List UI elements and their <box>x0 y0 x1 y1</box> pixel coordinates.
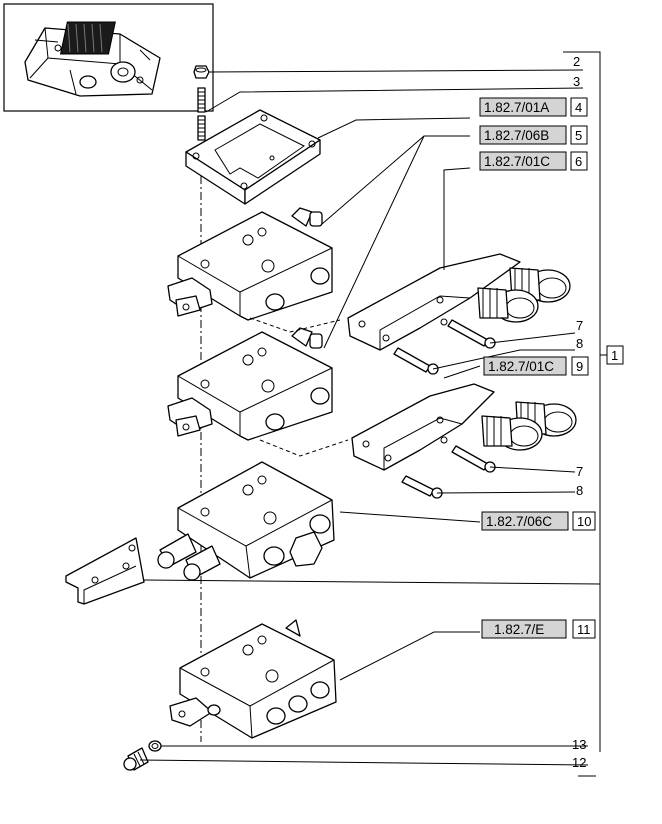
callout-7-lower: 7 <box>576 464 583 479</box>
svg-text:1.82.7/01A: 1.82.7/01A <box>484 100 549 115</box>
svg-text:4: 4 <box>575 100 582 115</box>
nut-part <box>193 65 210 79</box>
callout-7-upper: 7 <box>576 318 583 333</box>
svg-text:1.82.7/06B: 1.82.7/06B <box>484 128 549 143</box>
bracket-plate <box>65 537 145 605</box>
valve-section-10 <box>157 461 335 581</box>
ref-box-01A[interactable]: 1.82.7/01A 4 <box>479 97 588 117</box>
screw-lower-7 <box>451 445 496 473</box>
svg-text:6: 6 <box>575 154 582 169</box>
screw-upper-8 <box>393 347 439 375</box>
valve-section-middle <box>167 327 333 441</box>
cover-plate <box>185 109 321 205</box>
leader-lines <box>139 51 607 777</box>
adapter-block-lower <box>351 383 577 471</box>
callout-2: 2 <box>573 54 580 69</box>
inset-thumbnail <box>3 3 214 112</box>
assembly-item-box[interactable]: 1 <box>606 345 624 365</box>
svg-text:1.82.7/01C: 1.82.7/01C <box>484 154 550 169</box>
svg-text:10: 10 <box>577 514 591 529</box>
adapter-block-upper <box>347 253 571 351</box>
ref-box-01C-a[interactable]: 1.82.7/01C 6 <box>479 151 588 171</box>
svg-text:1.82.7/E: 1.82.7/E <box>494 622 544 637</box>
plug-part <box>123 747 149 771</box>
svg-text:11: 11 <box>577 622 591 637</box>
screw-upper-7 <box>447 319 496 349</box>
svg-text:9: 9 <box>576 359 583 374</box>
callout-12: 12 <box>572 755 586 770</box>
svg-text:5: 5 <box>575 128 582 143</box>
callout-3: 3 <box>573 74 580 89</box>
screw-lower-8 <box>401 475 443 499</box>
svg-text:1.82.7/06C: 1.82.7/06C <box>486 514 552 529</box>
callout-8-lower: 8 <box>576 483 583 498</box>
ref-box-E[interactable]: 1.82.7/E 11 <box>481 619 596 639</box>
svg-text:1.82.7/01C: 1.82.7/01C <box>488 359 554 374</box>
callout-13: 13 <box>572 737 586 752</box>
valve-section-upper <box>167 207 333 321</box>
callout-8-upper: 8 <box>576 336 583 351</box>
end-section <box>169 619 337 739</box>
ref-box-06C[interactable]: 1.82.7/06C 10 <box>481 511 596 531</box>
o-ring-part <box>148 740 162 752</box>
ref-box-06B[interactable]: 1.82.7/06B 5 <box>479 125 588 145</box>
svg-text:1: 1 <box>611 348 618 363</box>
ref-box-01C-b[interactable]: 1.82.7/01C 9 <box>483 356 589 376</box>
stud-part <box>197 87 206 141</box>
